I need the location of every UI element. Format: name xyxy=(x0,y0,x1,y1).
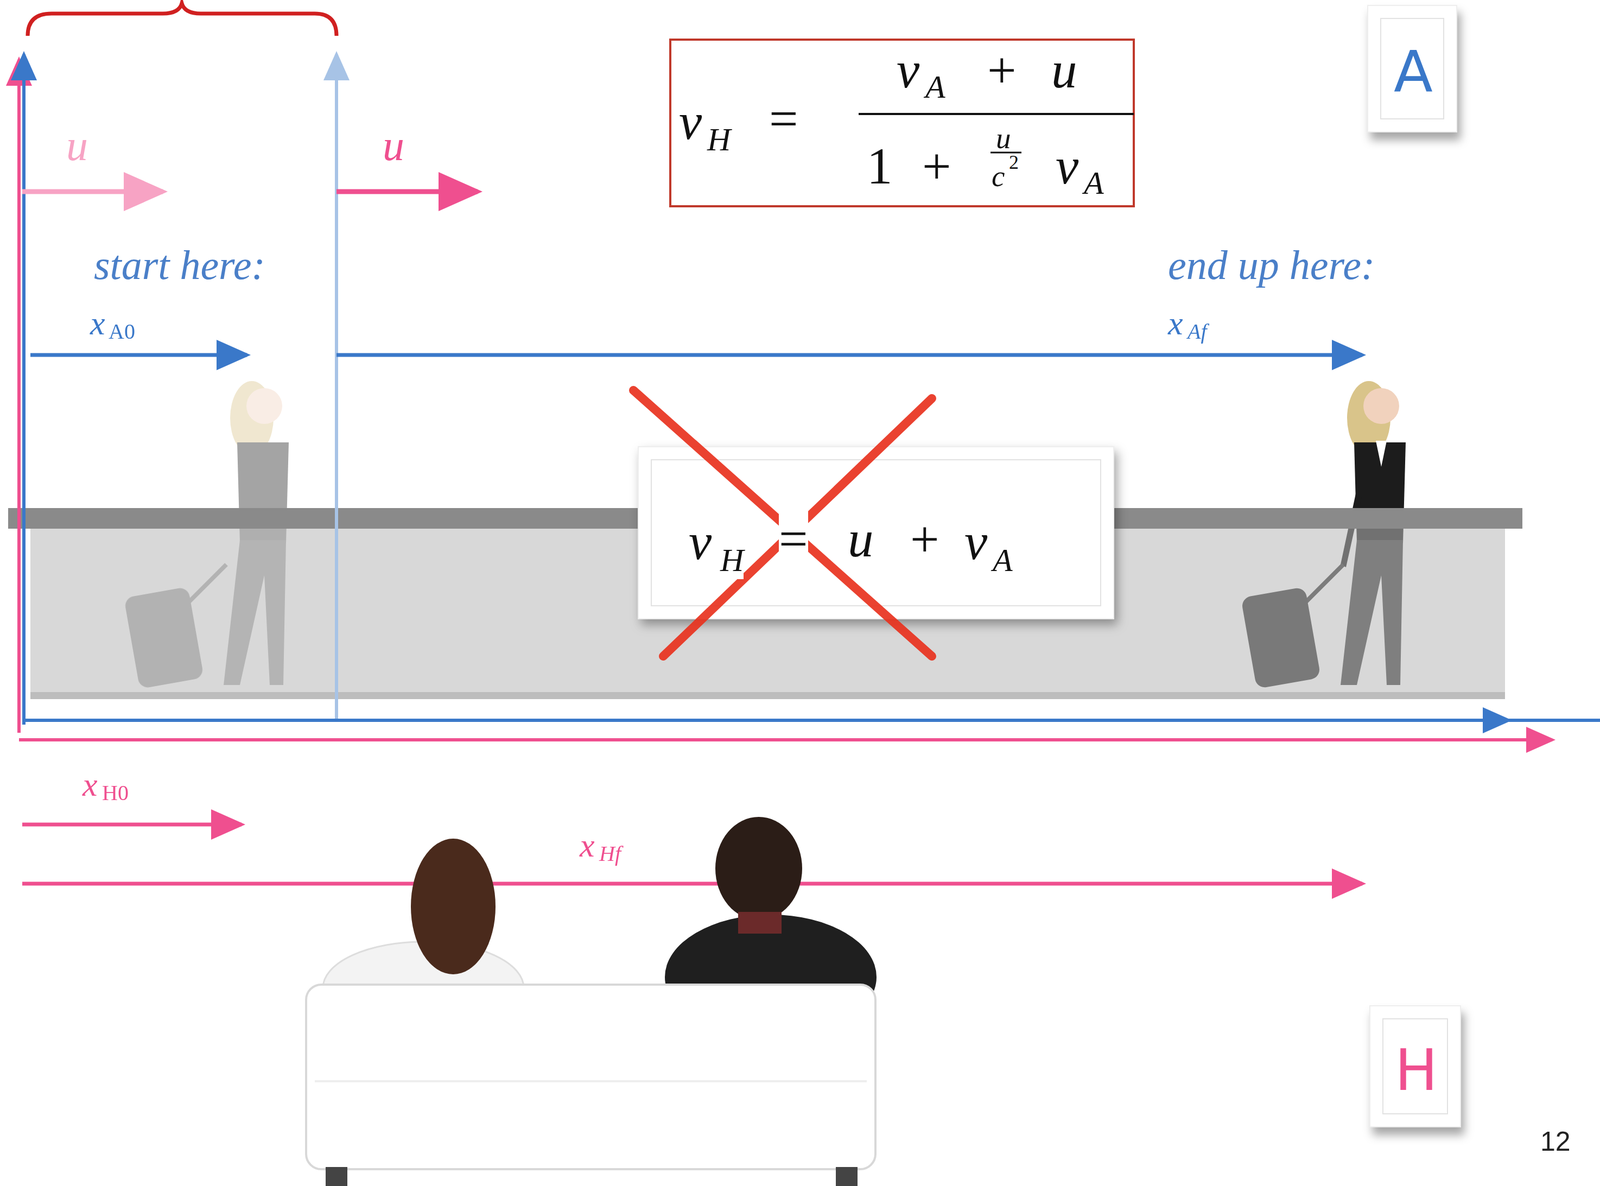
blue-axis-x xyxy=(23,718,1600,722)
inner-frame xyxy=(650,459,1102,607)
formula-symbol: H xyxy=(720,541,744,580)
position-arrow xyxy=(22,881,1363,886)
formula-symbol: v xyxy=(896,40,920,100)
position-symbol: x xyxy=(579,826,595,865)
formula-symbol: u xyxy=(995,121,1012,156)
formula-symbol: v xyxy=(1055,136,1079,196)
caption-note: start here: xyxy=(93,241,266,289)
viewers xyxy=(306,816,877,1186)
position-symbol: x xyxy=(1167,303,1184,343)
formula-symbol: A xyxy=(992,541,1013,580)
formula-symbol: A xyxy=(1083,164,1104,202)
fraction-bars xyxy=(617,0,1192,264)
frame-letter: H xyxy=(1394,1037,1438,1104)
position-subscript: Af xyxy=(1187,319,1208,345)
formula-symbol: = xyxy=(769,89,799,149)
formula-symbol: + xyxy=(910,509,940,569)
velocity-arrow xyxy=(336,189,478,195)
frame-letter: A xyxy=(1393,39,1433,106)
velocity-arrow xyxy=(22,189,163,195)
moved-axis-y xyxy=(334,54,339,721)
blue-axis-y xyxy=(22,54,26,725)
blue-axis-head xyxy=(1465,718,1509,722)
formula-symbol: v xyxy=(678,92,702,152)
formula-symbol: 2 xyxy=(1008,151,1019,174)
brace xyxy=(27,3,337,36)
formula-symbol: u xyxy=(1051,40,1078,100)
formula-symbol: A xyxy=(925,68,946,106)
formula-symbol: u xyxy=(847,509,874,569)
velocity-label: u xyxy=(382,120,405,171)
frame-tag: A xyxy=(1367,4,1458,133)
cross-out xyxy=(584,392,1170,675)
pink-axis-x xyxy=(18,738,1553,742)
formula-symbol: v xyxy=(688,512,712,572)
formula-symbol: 1 xyxy=(866,136,893,196)
position-symbol: x xyxy=(82,765,98,804)
position-subscript: A0 xyxy=(108,319,136,345)
position-symbol: x xyxy=(90,303,106,343)
formula-box: vH=vA+u1+uc2vA xyxy=(669,38,1135,208)
formula-symbol: + xyxy=(922,136,952,196)
caption-note: end up here: xyxy=(1167,241,1375,289)
position-subscript: H0 xyxy=(102,780,129,806)
wrong-formula-box: vH=u+vA xyxy=(637,446,1115,620)
velocity-label: u xyxy=(66,120,88,171)
page-number: 12 xyxy=(1540,1126,1571,1158)
formula-symbol: = xyxy=(778,509,809,569)
formula-symbol: c xyxy=(991,159,1005,194)
position-arrow xyxy=(30,353,247,358)
frame-tag: H xyxy=(1369,1005,1462,1128)
formula-symbol: H xyxy=(707,121,731,159)
formula-symbol: + xyxy=(987,40,1017,100)
formula-symbol: v xyxy=(964,512,988,572)
pink-axis-y xyxy=(17,59,21,733)
position-arrow xyxy=(336,353,1363,358)
walkway-floor xyxy=(30,691,1506,700)
position-subscript: Hf xyxy=(599,841,621,867)
position-arrow xyxy=(22,822,242,827)
